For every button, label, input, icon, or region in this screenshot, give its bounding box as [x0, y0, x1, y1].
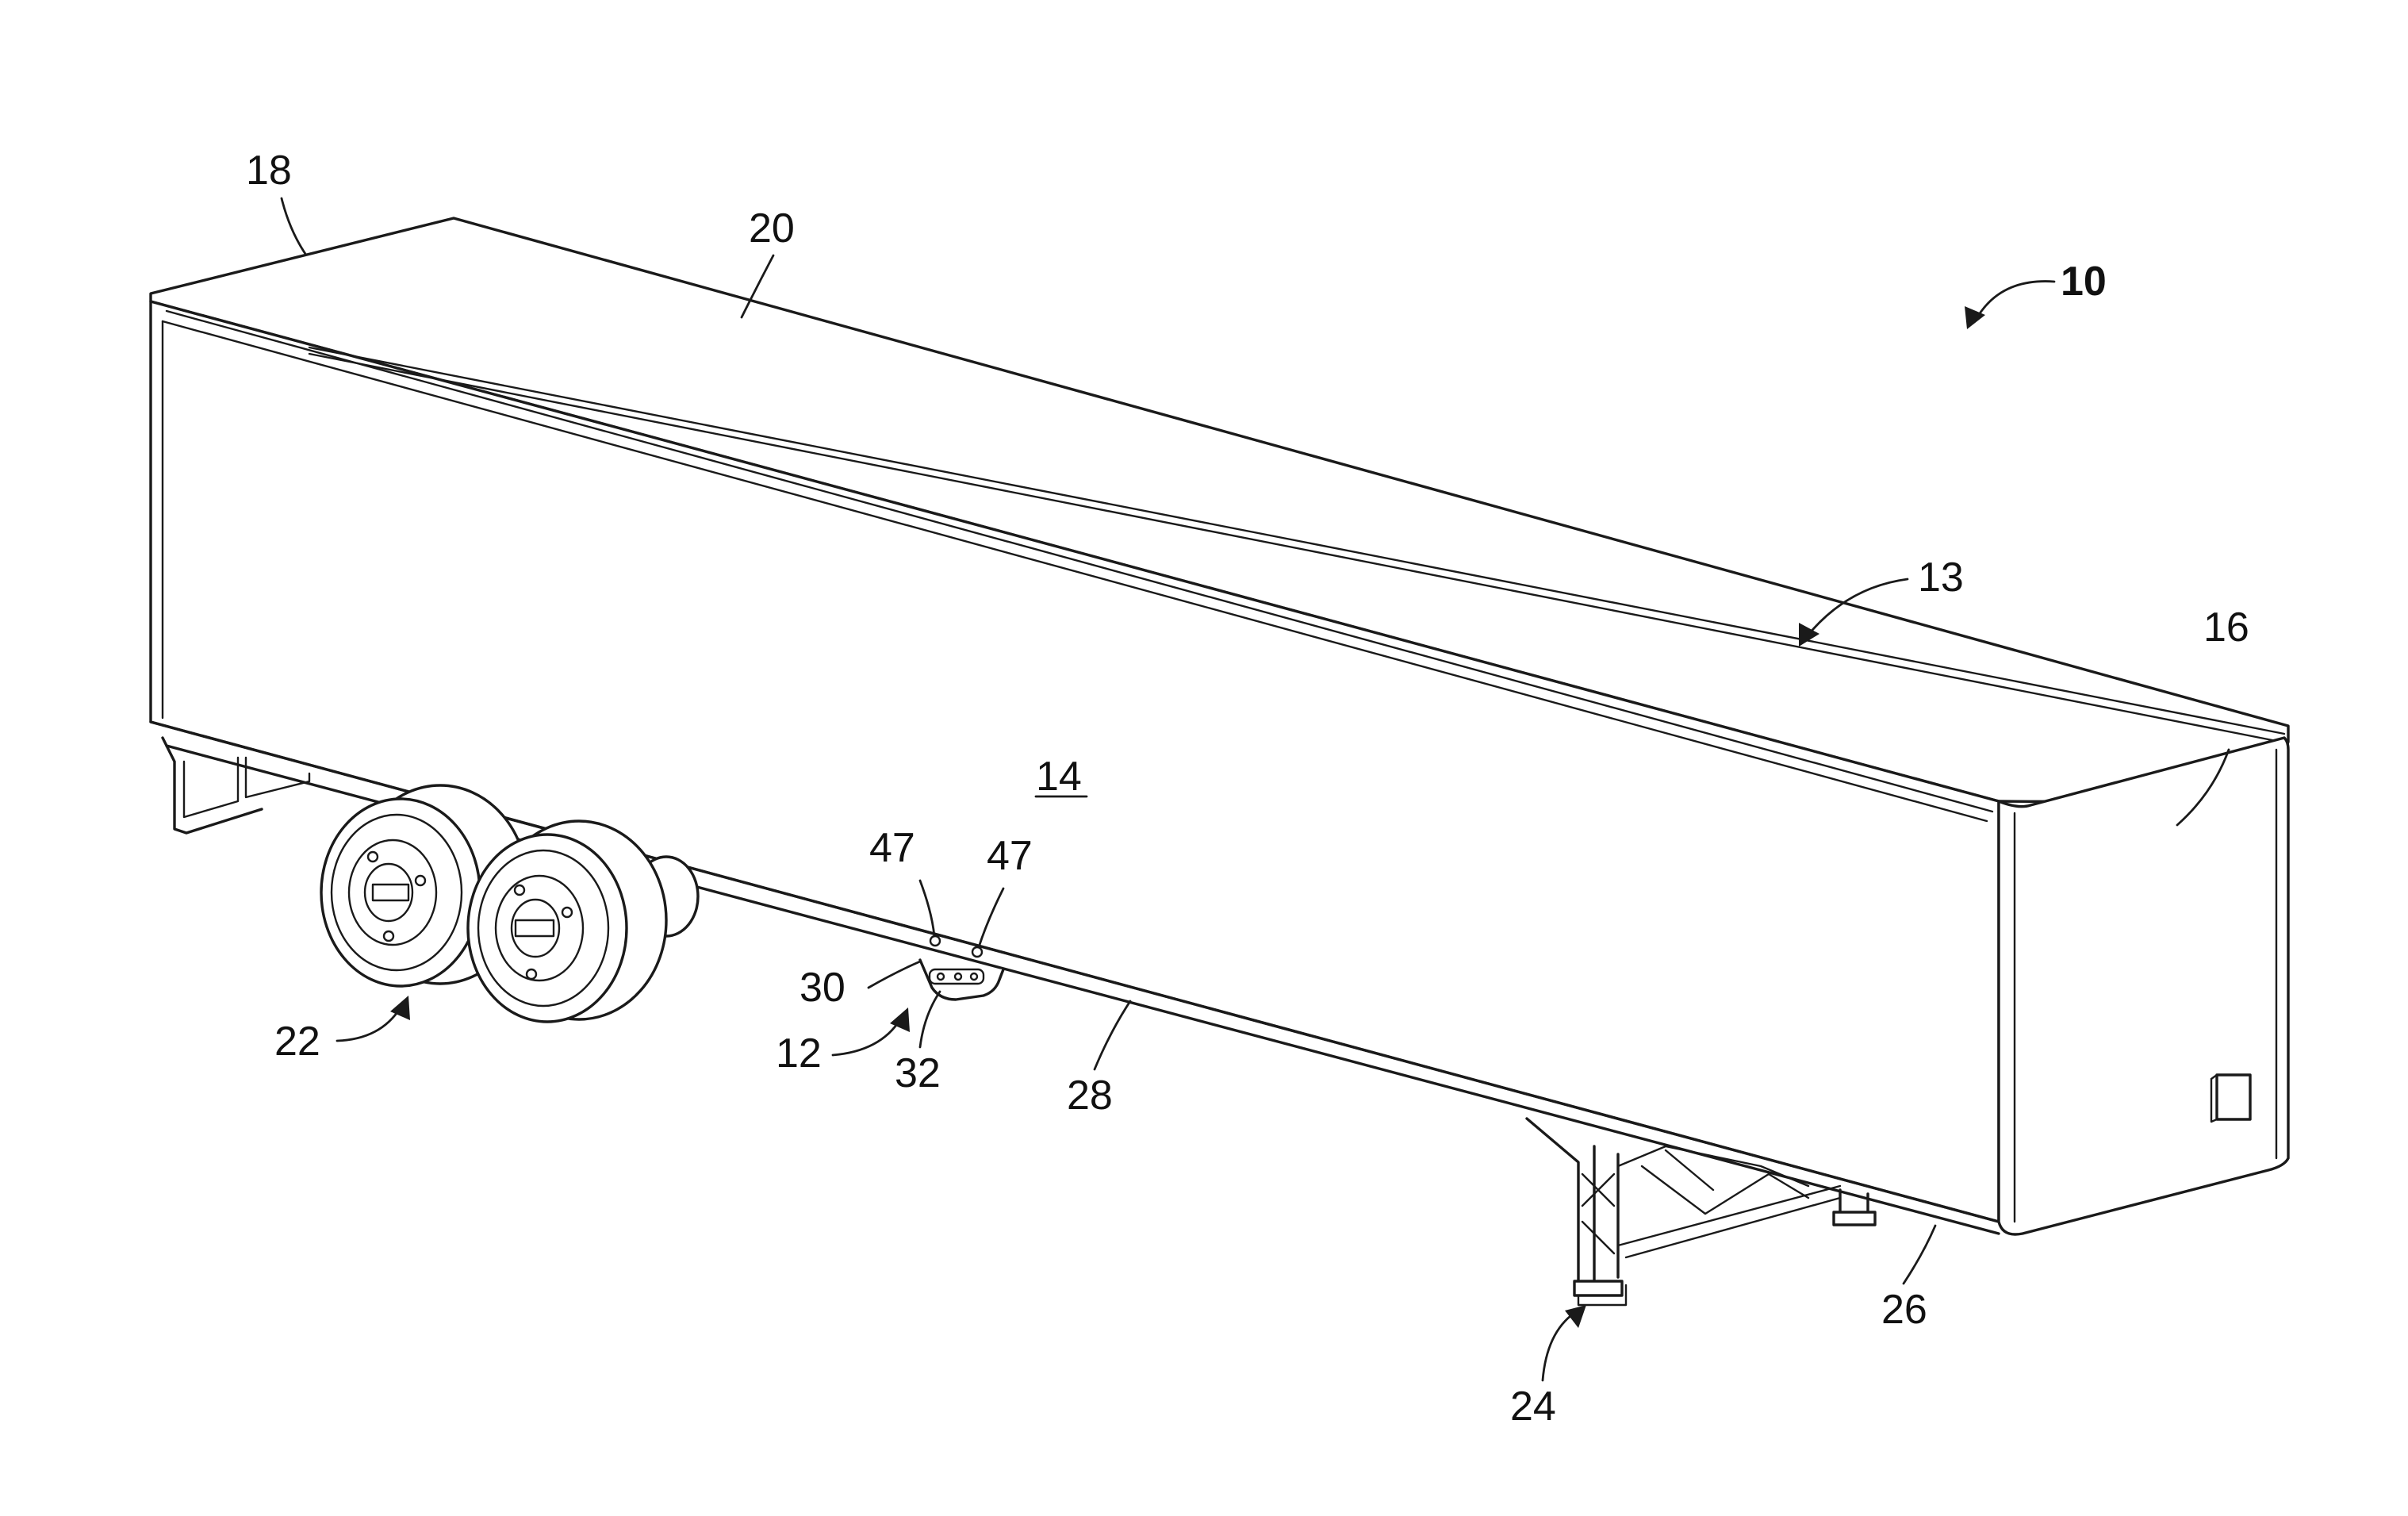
label-14: 14 — [1036, 754, 1082, 800]
label-24: 24 — [1510, 1384, 1556, 1430]
label-18: 18 — [246, 148, 292, 194]
rear-bumper — [163, 738, 262, 833]
trailer-body — [151, 218, 2288, 1234]
front-box — [2217, 1075, 2250, 1119]
label-47-left: 47 — [869, 825, 915, 871]
label-28: 28 — [1067, 1073, 1113, 1119]
sensor-47-left — [930, 936, 940, 946]
label-13: 13 — [1918, 555, 1964, 601]
sensor-47-right — [972, 947, 982, 957]
label-30: 30 — [799, 965, 845, 1011]
label-12: 12 — [776, 1030, 822, 1077]
label-20: 20 — [749, 205, 795, 251]
label-26: 26 — [1881, 1287, 1927, 1333]
label-22: 22 — [274, 1019, 320, 1065]
label-32: 32 — [895, 1050, 941, 1096]
rear-frame-1 — [184, 758, 238, 817]
label-47-right: 47 — [987, 833, 1033, 879]
label-16: 16 — [2203, 604, 2249, 651]
front-wall — [1999, 738, 2288, 1234]
label-10: 10 — [2061, 259, 2107, 305]
